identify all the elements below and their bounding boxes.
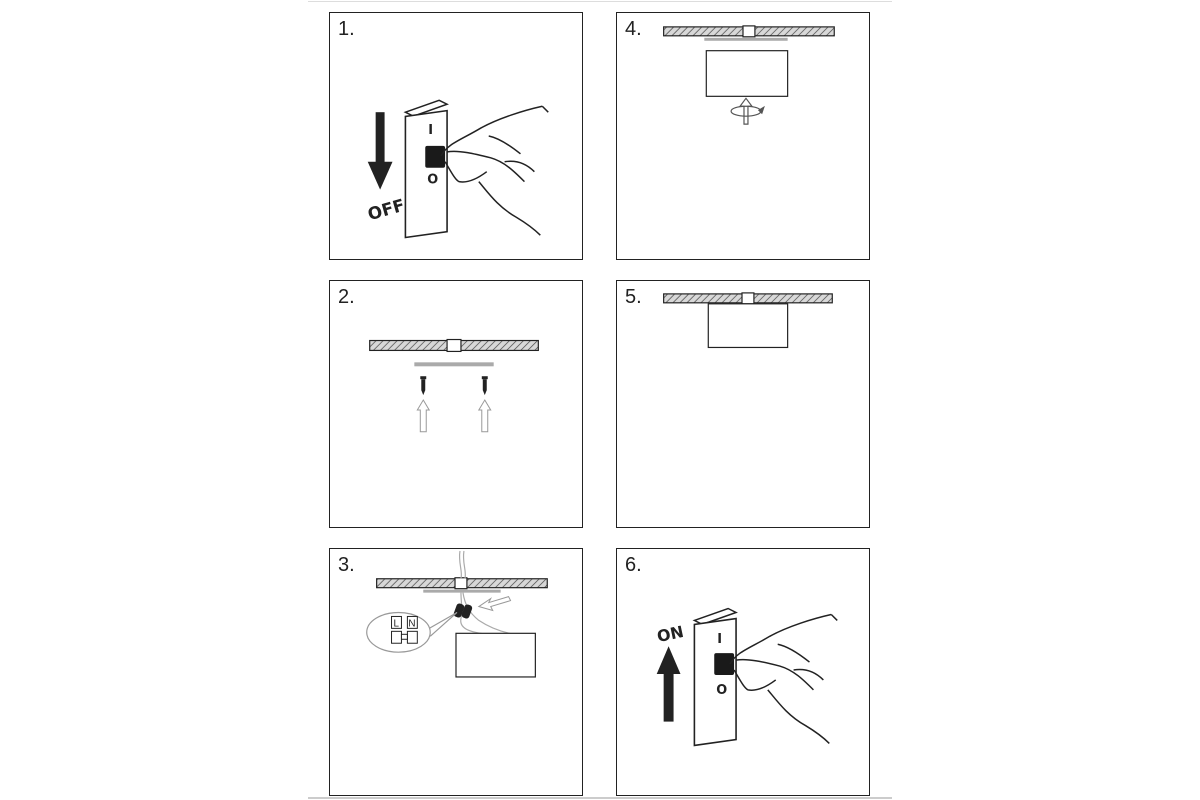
top-divider [308, 1, 892, 2]
fixture-box [707, 303, 789, 349]
mounting-bracket [414, 362, 494, 367]
step-number: 6. [625, 554, 642, 576]
step-number: 4. [625, 18, 642, 40]
panel-step-3: 3. L N [329, 548, 583, 796]
fixture-box [455, 632, 536, 678]
mounting-bracket [423, 589, 501, 593]
down-arrow-icon [367, 112, 393, 190]
switch-label-off: O [427, 173, 438, 188]
switch-off-illustration: OFF I O [365, 99, 549, 239]
connector-icon [453, 603, 473, 619]
up-arrow-icon [477, 399, 492, 433]
panel-step-1: 1. OFF I O [329, 12, 583, 260]
up-arrow-icon [416, 399, 431, 433]
installed-fixture-illustration [663, 292, 833, 349]
ceiling-icon [663, 25, 835, 38]
step-number: 3. [338, 554, 355, 576]
terminal-live-label: L [394, 618, 400, 629]
off-label: OFF [365, 195, 406, 225]
terminal-neutral-label: N [408, 618, 415, 629]
screw-icon [481, 376, 488, 396]
up-arrow-icon [656, 646, 681, 722]
switch-label-on: I [717, 632, 722, 647]
ceiling-icon [376, 577, 548, 590]
wire-icon [458, 550, 515, 635]
bottom-divider [308, 797, 892, 799]
panel-step-6: 6. ON I O [616, 548, 870, 796]
screw-icon [420, 376, 427, 396]
fixture-box [705, 50, 789, 97]
switch-label-on: I [428, 123, 433, 138]
rotate-arrow-icon [730, 97, 765, 125]
wall-switch-icon: I O [403, 99, 449, 239]
panel-step-5: 5. [616, 280, 870, 528]
hand-icon [729, 613, 838, 744]
step-number: 5. [625, 286, 642, 308]
insert-arrow-icon [477, 596, 512, 612]
on-label: ON [655, 622, 685, 646]
hand-icon [440, 105, 549, 236]
step-number: 1. [338, 18, 355, 40]
ceiling-icon [663, 292, 833, 305]
switch-on-illustration: ON I O [655, 607, 838, 747]
wiring-illustration: L N [366, 550, 548, 678]
panel-step-4: 4. [616, 12, 870, 260]
mount-bracket-illustration [369, 338, 539, 433]
ceiling-icon [369, 338, 539, 353]
step-number: 2. [338, 286, 355, 308]
panel-step-2: 2. [329, 280, 583, 528]
mounting-bracket [704, 37, 788, 41]
switch-label-off: O [716, 683, 727, 698]
terminal-callout: L N [366, 611, 458, 653]
wall-switch-icon: I O [692, 607, 738, 747]
rotate-fixture-illustration [663, 25, 835, 125]
